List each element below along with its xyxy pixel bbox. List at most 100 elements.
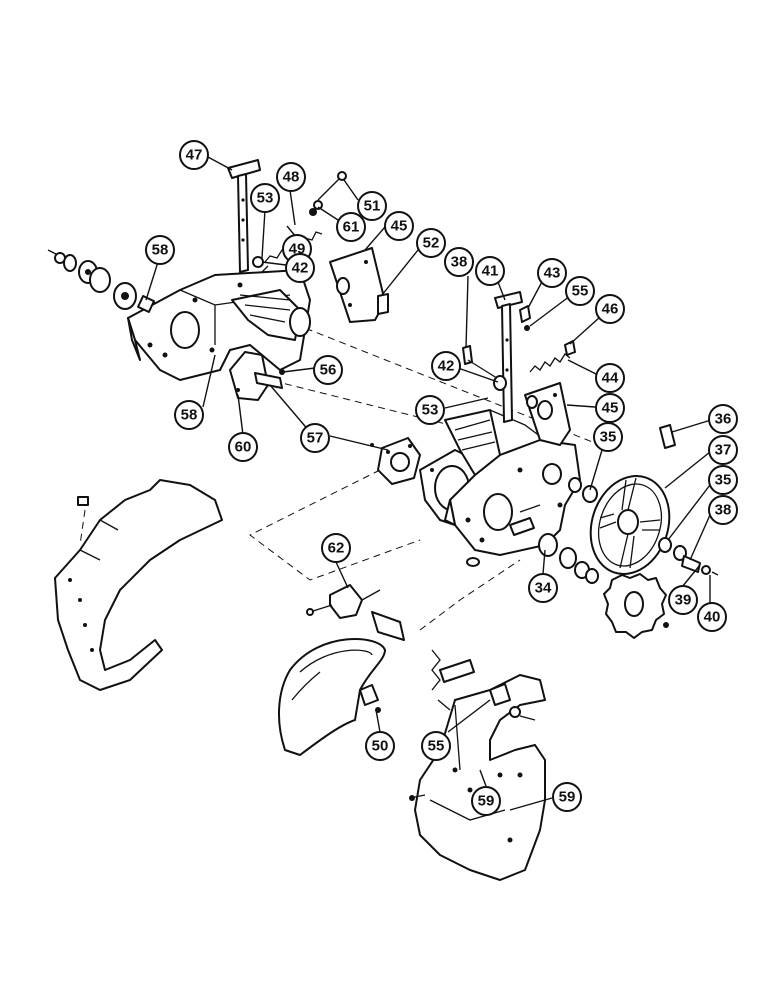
- right-gear-housing: [444, 409, 581, 567]
- spring-44: [529, 353, 571, 373]
- assembly-line-upper: [139, 299, 601, 446]
- svg-text:37: 37: [715, 442, 732, 459]
- callout-55: 55: [421, 731, 451, 761]
- clips-43-46: [519, 305, 576, 356]
- svg-text:46: 46: [602, 301, 619, 318]
- leader-lines: [145, 156, 712, 811]
- svg-text:43: 43: [544, 265, 561, 282]
- spring-assembly-55: [431, 649, 475, 711]
- callout-45: 45: [595, 393, 625, 423]
- callout-40: 40: [697, 602, 727, 632]
- sprocket: [603, 573, 669, 639]
- svg-text:57: 57: [307, 430, 324, 447]
- callout-59: 59: [552, 782, 582, 812]
- callout-38: 38: [708, 495, 738, 525]
- assembly-line-left-shroud: [79, 509, 86, 546]
- callout-45: 45: [384, 211, 414, 241]
- bolt-51: [309, 171, 347, 216]
- plate-shaft-assembly: [209, 347, 285, 401]
- svg-text:56: 56: [320, 362, 337, 379]
- right-shroud: [409, 674, 546, 881]
- svg-text:52: 52: [423, 235, 440, 252]
- svg-text:55: 55: [428, 738, 445, 755]
- assembly-line-shaft: [419, 559, 521, 631]
- svg-text:55: 55: [572, 283, 589, 300]
- svg-text:34: 34: [535, 580, 552, 597]
- svg-text:59: 59: [559, 789, 576, 806]
- callout-61: 61: [336, 212, 366, 242]
- callout-55: 55: [565, 276, 595, 306]
- svg-text:59: 59: [478, 793, 495, 810]
- callout-57: 57: [300, 423, 330, 453]
- callout-53: 53: [250, 183, 280, 213]
- svg-text:39: 39: [675, 592, 692, 609]
- svg-text:40: 40: [704, 609, 721, 626]
- svg-text:38: 38: [715, 502, 732, 519]
- svg-text:35: 35: [715, 472, 732, 489]
- svg-text:41: 41: [482, 263, 499, 280]
- callout-36: 36: [708, 404, 738, 434]
- svg-text:42: 42: [438, 358, 455, 375]
- svg-text:50: 50: [372, 738, 389, 755]
- callout-52: 52: [416, 228, 446, 258]
- lower-shaft-bearings: [509, 477, 719, 584]
- svg-text:44: 44: [602, 370, 619, 387]
- svg-text:36: 36: [715, 411, 732, 428]
- bracket-45-right: [524, 382, 571, 446]
- callout-39: 39: [668, 585, 698, 615]
- svg-text:38: 38: [451, 254, 468, 271]
- flange-57: [370, 437, 421, 485]
- belt-50: [277, 637, 386, 756]
- svg-text:42: 42: [292, 260, 309, 277]
- svg-text:45: 45: [391, 218, 408, 235]
- callout-42: 42: [431, 351, 461, 381]
- callout-41: 41: [475, 256, 505, 286]
- callout-43: 43: [537, 258, 567, 288]
- key-36: [659, 424, 676, 449]
- callout-53: 53: [415, 395, 445, 425]
- callout-44: 44: [595, 363, 625, 393]
- svg-text:58: 58: [152, 242, 169, 259]
- svg-text:45: 45: [602, 400, 619, 417]
- callout-58: 58: [145, 235, 175, 265]
- callout-60: 60: [228, 432, 258, 462]
- svg-text:53: 53: [257, 190, 274, 207]
- svg-text:48: 48: [283, 169, 300, 186]
- svg-text:58: 58: [181, 407, 198, 424]
- handle-47: [227, 159, 261, 273]
- callout-48: 48: [276, 162, 306, 192]
- callout-50: 50: [365, 731, 395, 761]
- callout-62: 62: [321, 533, 351, 563]
- rod-38-upper: [462, 345, 507, 391]
- svg-text:61: 61: [343, 219, 360, 236]
- svg-text:47: 47: [186, 147, 203, 164]
- svg-text:60: 60: [235, 439, 252, 456]
- callout-34: 34: [528, 573, 558, 603]
- bracket-45-left: [329, 247, 389, 323]
- assembly-line-lower: [249, 469, 421, 581]
- callout-35: 35: [708, 465, 738, 495]
- handle-41: [494, 291, 523, 423]
- svg-text:35: 35: [600, 429, 617, 446]
- callout-51: 51: [357, 191, 387, 221]
- left-gear-housing: [127, 269, 311, 381]
- svg-text:62: 62: [328, 540, 345, 557]
- callout-56: 56: [313, 355, 343, 385]
- assembly-line-middle: [249, 374, 471, 431]
- callout-42: 42: [285, 253, 315, 283]
- callout-47: 47: [179, 140, 209, 170]
- bracket-62: [306, 584, 405, 641]
- callout-46: 46: [595, 294, 625, 324]
- pulley-37: [589, 475, 671, 575]
- left-hub-bearings: [47, 249, 155, 313]
- callout-35: 35: [593, 422, 623, 452]
- callout-58: 58: [174, 400, 204, 430]
- svg-text:53: 53: [422, 402, 439, 419]
- left-shroud: [54, 479, 223, 691]
- callout-59: 59: [471, 786, 501, 816]
- callout-38: 38: [444, 247, 474, 277]
- svg-text:51: 51: [364, 198, 381, 215]
- callout-37: 37: [708, 435, 738, 465]
